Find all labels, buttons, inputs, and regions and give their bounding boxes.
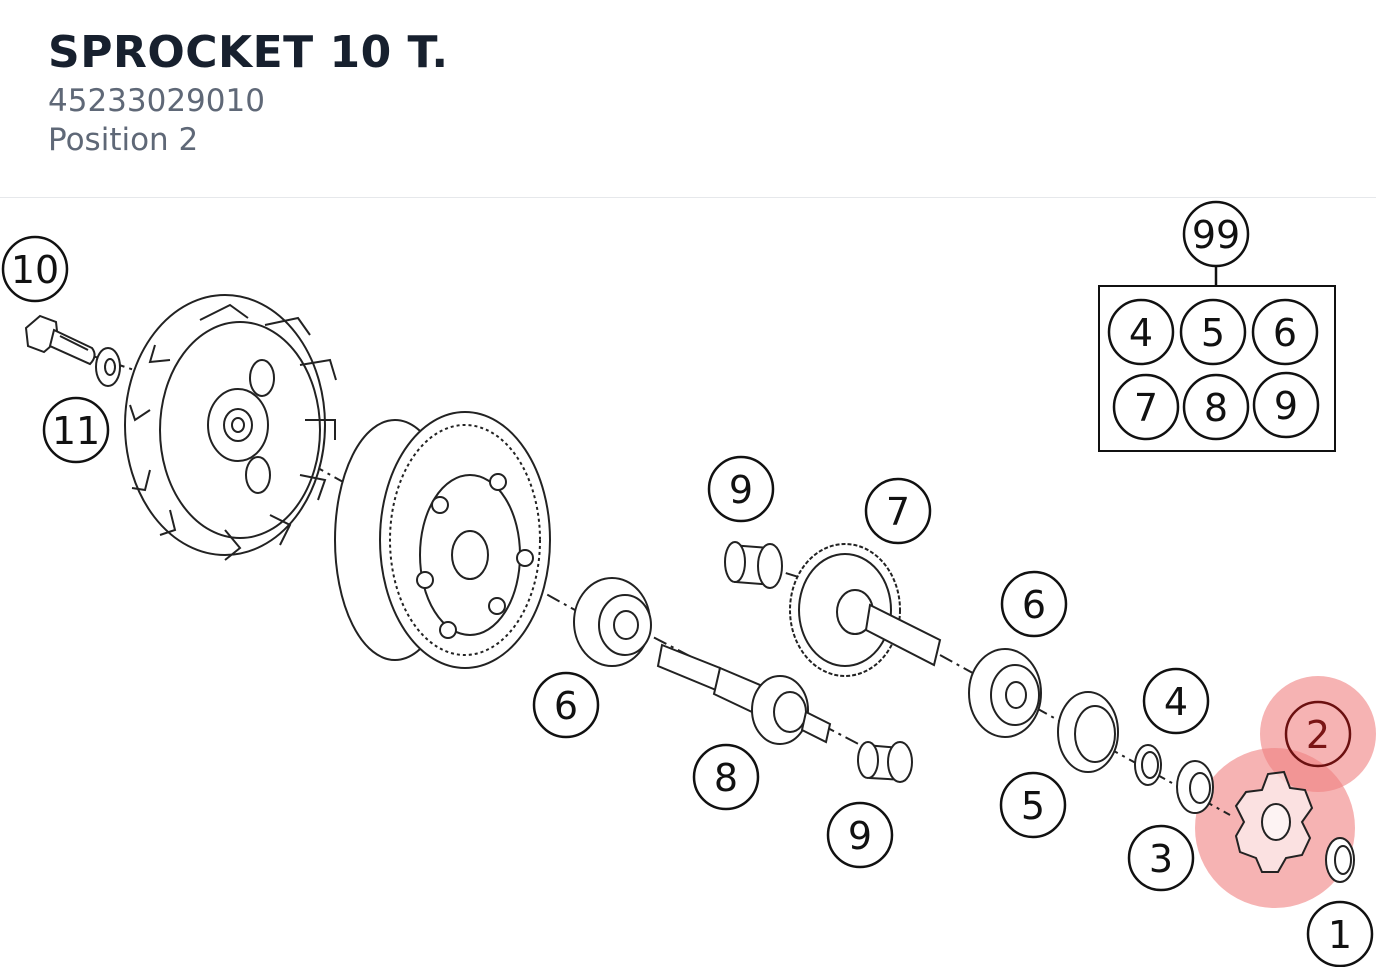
callout-label: 7 — [1134, 386, 1158, 430]
clutch-hub-part — [334, 411, 551, 669]
part-title: SPROCKET 10 T. — [48, 27, 449, 78]
callout-label: 3 — [1149, 837, 1173, 881]
callout-9[interactable]: 9 — [826, 801, 894, 869]
clutch-basket-part — [124, 294, 337, 561]
kit-callout-8[interactable]: 8 — [1182, 373, 1250, 441]
callout-8[interactable]: 8 — [692, 743, 760, 811]
callout-label: 6 — [1273, 311, 1297, 355]
callout-label: 11 — [52, 409, 100, 453]
o-ring-part — [1134, 744, 1162, 786]
callout-label: 6 — [554, 684, 578, 728]
kit-callout-7[interactable]: 7 — [1112, 373, 1180, 441]
callout-6[interactable]: 6 — [1000, 570, 1068, 638]
callout-label: 9 — [848, 814, 872, 858]
bearing-part — [573, 577, 652, 667]
callout-label: 1 — [1328, 913, 1352, 957]
callout-label: 8 — [714, 756, 738, 800]
part-position: Position 2 — [48, 122, 199, 158]
callout-label: 7 — [886, 490, 910, 534]
kit-callout-4[interactable]: 4 — [1107, 298, 1175, 366]
callout-label: 4 — [1164, 680, 1188, 724]
exploded-parts-diagram: 1 2 3 4 5 6 6 7 8 9 9 10 — [1, 200, 1376, 967]
callout-1[interactable]: 1 — [1306, 900, 1374, 967]
callout-label: 8 — [1204, 386, 1228, 430]
callout-label: 10 — [11, 248, 59, 292]
seal-part — [1057, 691, 1119, 773]
callout-3[interactable]: 3 — [1127, 824, 1195, 892]
callout-2[interactable]: 2 — [1284, 700, 1352, 768]
nut-part — [1325, 837, 1355, 883]
part-header: SPROCKET 10 T. 45233029010 Position 2 — [0, 0, 1376, 198]
callout-4[interactable]: 4 — [1142, 667, 1210, 735]
kit-callout-6[interactable]: 6 — [1251, 298, 1319, 366]
needle-bearing-part — [724, 541, 783, 589]
callout-label: 5 — [1021, 784, 1045, 828]
part-number: 45233029010 — [48, 83, 265, 119]
bolt-part — [24, 314, 96, 366]
callout-9[interactable]: 9 — [707, 455, 775, 523]
callout-label: 2 — [1306, 713, 1330, 757]
callout-99[interactable]: 99 — [1182, 200, 1250, 268]
spacer-part — [1176, 760, 1214, 814]
callout-11[interactable]: 11 — [42, 396, 110, 464]
needle-bearing-part — [857, 741, 913, 783]
callout-label: 9 — [729, 468, 753, 512]
bearing-part — [968, 648, 1042, 738]
callout-label: 4 — [1129, 311, 1153, 355]
callout-10[interactable]: 10 — [1, 235, 69, 303]
callout-label: 5 — [1201, 311, 1225, 355]
kit-callout-9[interactable]: 9 — [1252, 371, 1320, 439]
gear-shaft-part — [789, 543, 942, 677]
kit-callout-5[interactable]: 5 — [1179, 298, 1247, 366]
primary-shaft-part — [656, 643, 832, 745]
callout-label: 99 — [1192, 213, 1240, 257]
callout-label: 9 — [1274, 384, 1298, 428]
callout-6[interactable]: 6 — [532, 671, 600, 739]
sprocket-part — [1234, 770, 1314, 873]
callout-label: 6 — [1022, 583, 1046, 627]
callout-7[interactable]: 7 — [864, 477, 932, 545]
washer-part — [95, 347, 121, 387]
callout-5[interactable]: 5 — [999, 771, 1067, 839]
